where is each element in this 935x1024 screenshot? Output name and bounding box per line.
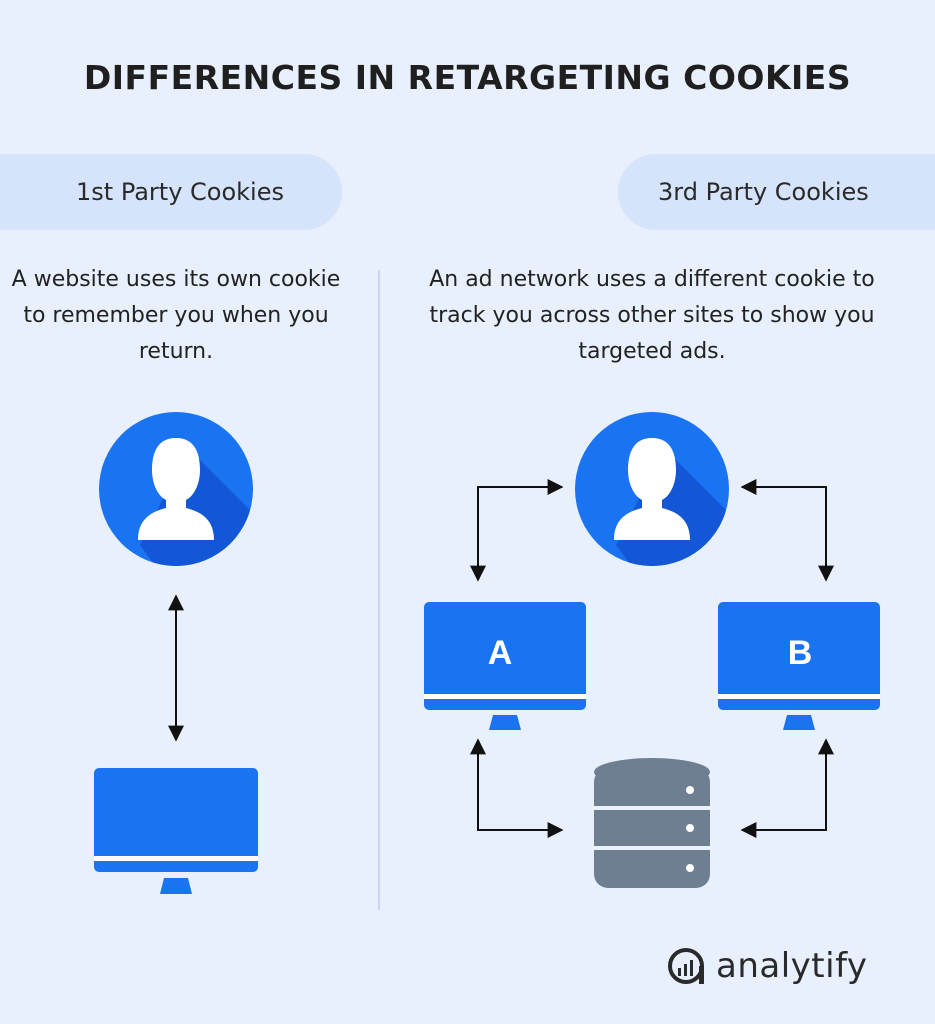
column-divider <box>378 270 380 910</box>
database-icon <box>594 758 710 888</box>
user-avatar-icon-left <box>99 412 253 566</box>
first-party-heading: 1st Party Cookies <box>76 178 284 206</box>
arrow-b-to-database <box>740 738 834 838</box>
arrow-user-to-b <box>740 479 834 582</box>
third-party-description: An ad network uses a different cookie to… <box>429 267 875 364</box>
monitor-a-label: A <box>488 634 513 672</box>
first-party-heading-pill: 1st Party Cookies <box>0 154 342 230</box>
user-avatar-icon-right <box>575 412 729 566</box>
third-party-heading: 3rd Party Cookies <box>658 178 869 206</box>
third-party-heading-pill: 3rd Party Cookies <box>618 154 935 230</box>
monitor-b-label: B <box>788 634 813 672</box>
monitor-a-icon <box>424 602 586 730</box>
page-title: DIFFERENCES IN RETARGETING COOKIES <box>83 58 852 97</box>
first-party-description: A website uses its own cookie to remembe… <box>11 267 341 364</box>
arrow-user-to-a <box>470 479 564 582</box>
brand-name: analytify <box>716 946 868 986</box>
brand-logo: analytify <box>666 940 868 992</box>
arrow-a-to-database <box>470 738 564 838</box>
monitor-icon-left <box>94 768 258 894</box>
monitor-b-icon <box>718 602 880 730</box>
analytify-logo-icon <box>668 948 704 984</box>
